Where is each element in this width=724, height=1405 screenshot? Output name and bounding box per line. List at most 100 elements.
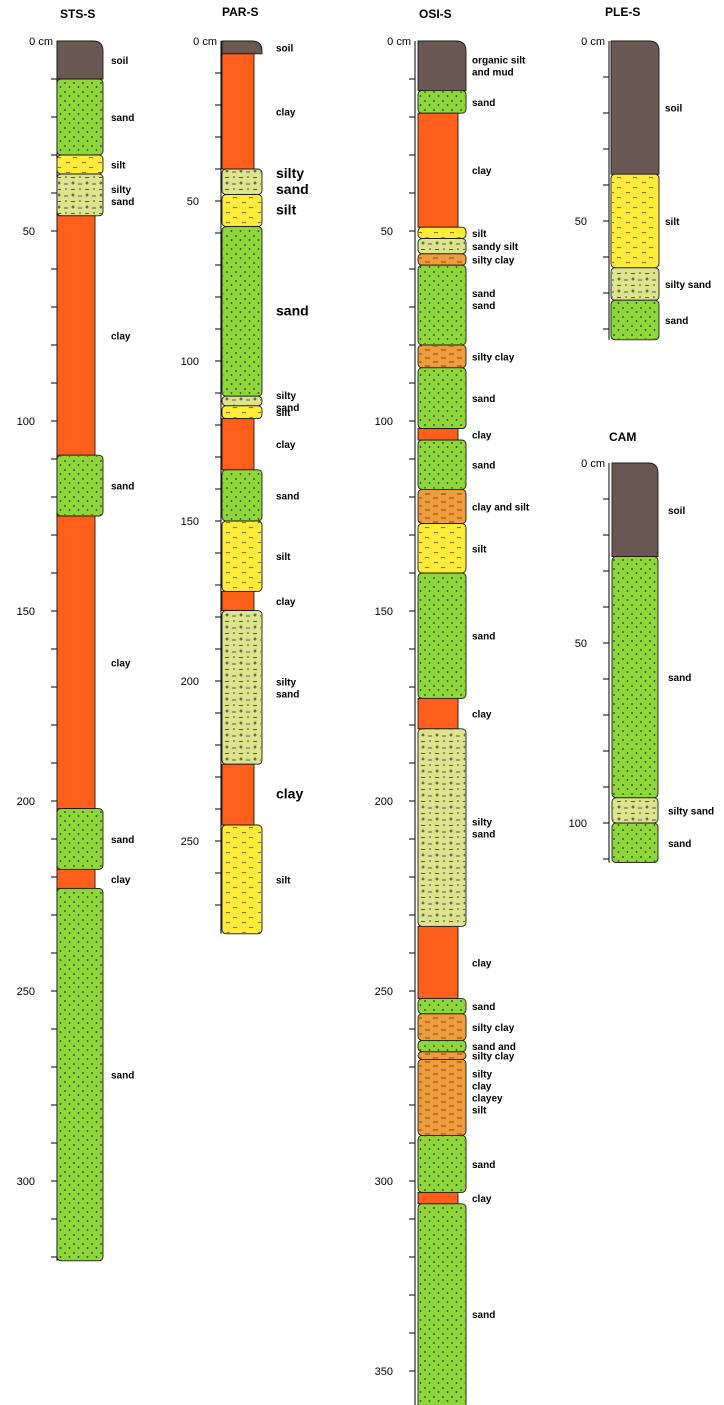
layer-label: clay and silt xyxy=(472,503,530,514)
layer-pattern xyxy=(419,255,465,264)
layer-label-line: sand xyxy=(668,839,691,850)
layer-silt: silt xyxy=(418,524,487,573)
layer-sand: sand xyxy=(57,809,134,870)
layer-pattern xyxy=(419,91,465,112)
layer-label-line: silty clay xyxy=(472,256,515,267)
layer-silt: silt xyxy=(222,195,297,227)
layer-sand: sand xyxy=(611,300,688,340)
layer-silty-clay: silty clay xyxy=(418,1014,515,1041)
layer-fill xyxy=(57,516,95,809)
layer-label-line: clay xyxy=(472,959,492,970)
layer-pattern xyxy=(612,269,658,299)
layer-fill xyxy=(418,926,458,998)
layer-pattern xyxy=(419,1015,465,1040)
layer-label-line: clay xyxy=(472,710,492,721)
depth-tick-label: 50 xyxy=(575,638,587,650)
depth-tick-label: 50 xyxy=(187,196,199,208)
layer-pattern xyxy=(419,1205,465,1405)
depth-tick-label: 50 xyxy=(381,226,393,238)
layer-pattern xyxy=(419,525,465,572)
layer-label: siltyclayclayeysilt xyxy=(472,1069,503,1116)
layer-silt: silt xyxy=(222,521,291,591)
layer-label: sand xyxy=(665,316,688,327)
layer-label-line: silty xyxy=(276,165,304,181)
layer-pattern xyxy=(419,490,465,522)
layer-label-line: clayey xyxy=(472,1093,503,1104)
layer-sand: sand xyxy=(418,368,495,429)
layer-label-line: soil xyxy=(111,56,128,67)
layer-label-line: sand xyxy=(668,673,691,684)
layer-label-line: silty xyxy=(276,677,296,688)
layer-label-line: silt xyxy=(472,544,487,555)
layer-clay: clay xyxy=(222,419,296,470)
layer-pattern xyxy=(419,1041,465,1050)
layer-pattern xyxy=(613,824,657,862)
layer-label-line: sand xyxy=(111,113,134,124)
layer-fill xyxy=(57,216,95,455)
layer-label: sand xyxy=(472,98,495,109)
layer-pattern xyxy=(419,346,465,367)
layer-sand: sand xyxy=(418,1135,495,1192)
layer-pattern xyxy=(58,810,102,869)
depth-tick-label: 150 xyxy=(17,606,35,618)
layer-pattern xyxy=(419,1000,465,1013)
layer-silt: silt xyxy=(222,406,291,419)
layer-label-line: and mud xyxy=(472,68,514,79)
layer-pattern xyxy=(419,240,465,253)
layer-label-line: clay xyxy=(276,440,296,451)
layer-clay: clay xyxy=(222,591,296,610)
layer-label-line: sand xyxy=(472,830,495,841)
layer-label: sand xyxy=(668,839,691,850)
layer-sand: sand xyxy=(418,440,495,489)
layer-label: silty clay xyxy=(472,352,515,363)
layer-pattern xyxy=(419,1060,465,1134)
layer-label-line: silt xyxy=(276,202,297,218)
layer-label: sand xyxy=(668,673,691,684)
layer-label-line: soil xyxy=(276,43,293,54)
depth-tick-label: 100 xyxy=(569,818,587,830)
layer-pattern xyxy=(419,1053,465,1059)
layer-pattern xyxy=(223,228,261,396)
layer-silty-sand: silty sand xyxy=(612,798,714,823)
column-title: OSI-S xyxy=(419,7,452,21)
layer-label-line: sand xyxy=(472,461,495,472)
layer-label: clay xyxy=(276,440,296,451)
layer-silt: silt xyxy=(57,155,126,174)
layer-label: silt xyxy=(276,552,291,563)
depth-tick-label: 150 xyxy=(375,606,393,618)
column-title: CAM xyxy=(609,430,636,444)
layer-pattern xyxy=(58,889,102,1259)
layer-fill xyxy=(418,698,458,728)
layer-clay: clay xyxy=(418,113,492,227)
layer-clay: clay xyxy=(418,926,492,998)
layer-label: sand xyxy=(111,482,134,493)
layer-fill xyxy=(418,113,458,227)
layer-label-line: silt xyxy=(276,408,291,419)
layer-label-line: clay xyxy=(276,597,296,608)
depth-tick-label: 250 xyxy=(181,836,199,848)
layer-clay: clay xyxy=(57,216,131,455)
layer-pattern xyxy=(58,175,102,215)
layer-label-line: sand xyxy=(472,98,495,109)
layer-label: sandsand xyxy=(472,289,495,312)
layer-label: soil xyxy=(668,506,685,517)
layer-label: clay xyxy=(472,1194,492,1205)
layer-label-line: clay xyxy=(111,658,131,669)
column-title: PLE-S xyxy=(605,5,640,19)
layer-label-line: soil xyxy=(668,506,685,517)
layer-pattern xyxy=(58,80,102,154)
layer-silt: silt xyxy=(222,825,291,934)
layer-soil: soil xyxy=(611,41,682,174)
layer-label-line: organic silt xyxy=(472,56,526,67)
layer-clay: clay xyxy=(418,429,492,442)
layer-pattern xyxy=(223,196,261,226)
layer-label-line: sand xyxy=(276,491,299,502)
layer-silty-sand: siltysand xyxy=(418,729,495,927)
